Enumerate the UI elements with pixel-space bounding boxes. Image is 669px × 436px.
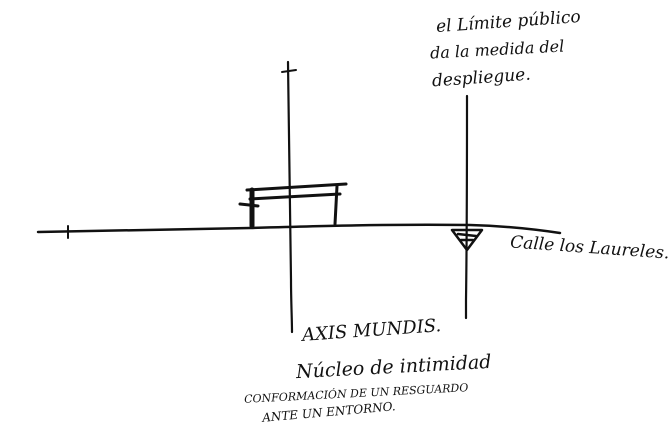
axis-top-mark xyxy=(281,69,297,73)
axis-mundi-line xyxy=(286,60,294,334)
pavilion-roof xyxy=(245,182,348,201)
ground-line xyxy=(36,223,562,235)
pavilion-right-post xyxy=(333,184,339,226)
public-limit-line xyxy=(464,94,469,320)
street-marker xyxy=(450,228,484,252)
pavilion-left-mark xyxy=(238,202,260,208)
